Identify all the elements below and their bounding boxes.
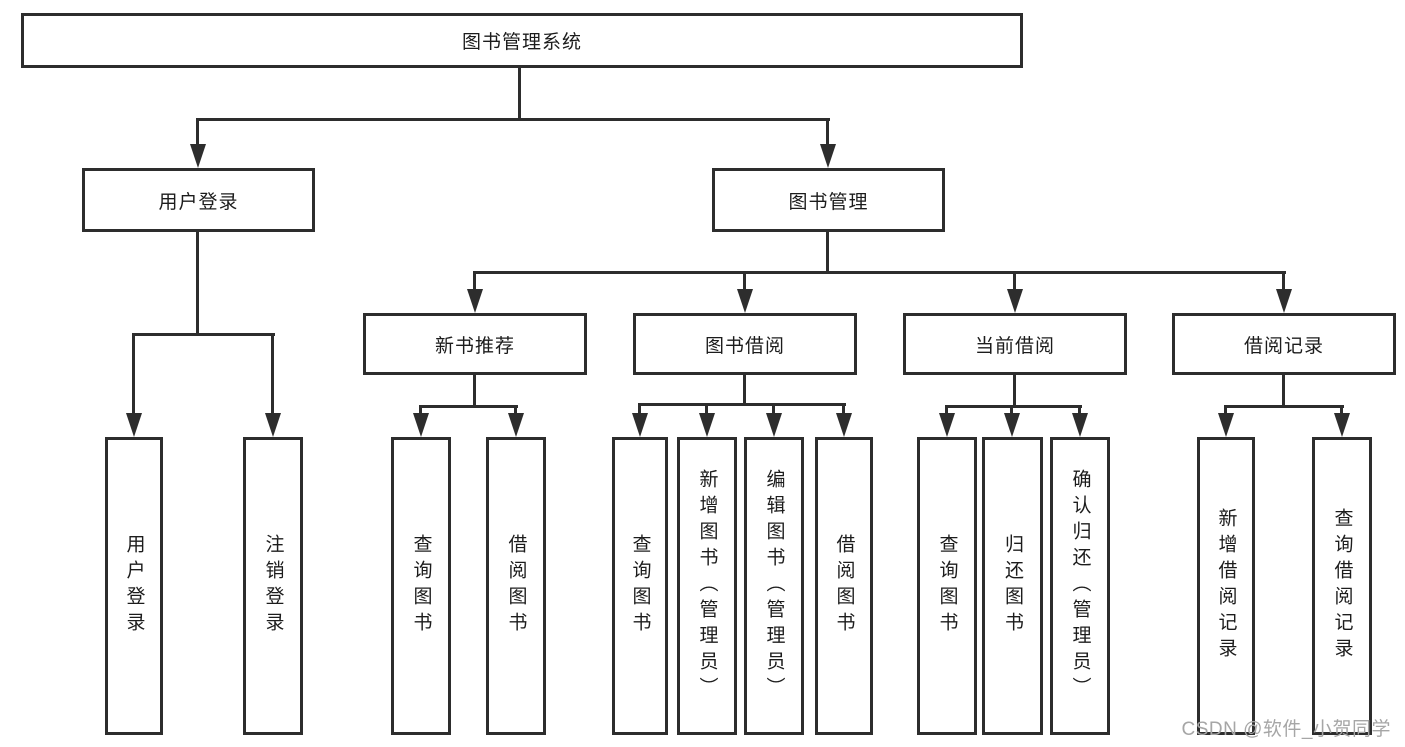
arrow-to-leaf-logout: [265, 413, 281, 437]
arrow-to-current-confirm: [1072, 413, 1088, 437]
leaf-recommend-borrow-book-label: 借阅图书: [505, 534, 527, 638]
node-book-management: 图书管理: [712, 168, 945, 232]
arrow-to-current-borrow: [1007, 289, 1023, 313]
connector-borrow-drop-3: [772, 403, 775, 415]
arrow-to-current-return: [1004, 413, 1020, 437]
arrow-to-book-borrow: [737, 289, 753, 313]
connector-recommend-drop-2: [514, 405, 517, 415]
leaf-user-login: 用户登录: [105, 437, 163, 735]
arrow-to-recommend-borrow: [508, 413, 524, 437]
leaf-borrow-query-book: 查询图书: [612, 437, 668, 735]
node-borrow-records: 借阅记录: [1172, 313, 1396, 375]
leaf-borrow-borrow-book: 借阅图书: [815, 437, 873, 735]
leaf-borrow-add-book-admin-label: 新增图书（管理员）: [696, 469, 718, 703]
connector-current-bar: [946, 405, 1082, 408]
arrow-to-recommend-query: [413, 413, 429, 437]
leaf-user-login-label: 用户登录: [123, 534, 145, 638]
connector-mgmt-drop-4: [1282, 271, 1285, 291]
connector-mgmt-drop-2: [743, 271, 746, 291]
connector-root-stem: [518, 68, 521, 120]
connector-borrow-drop-4: [842, 403, 845, 415]
arrow-to-borrow-query: [632, 413, 648, 437]
node-root-label: 图书管理系统: [461, 32, 582, 53]
connector-root-drop-mgmt: [826, 118, 829, 146]
connector-borrow-stem: [743, 375, 746, 405]
connector-records-drop-1: [1224, 405, 1227, 415]
arrow-to-borrow-borrow: [836, 413, 852, 437]
node-book-borrow: 图书借阅: [633, 313, 857, 375]
leaf-borrow-query-book-label: 查询图书: [629, 534, 651, 638]
arrow-to-user-login: [190, 144, 206, 168]
connector-records-stem: [1282, 375, 1285, 407]
leaf-recommend-borrow-book: 借阅图书: [486, 437, 546, 735]
connector-mgmt-bar: [474, 271, 1286, 274]
arrow-to-borrow-add: [699, 413, 715, 437]
connector-current-stem: [1013, 375, 1016, 407]
connector-login-drop-1: [132, 333, 135, 415]
connector-recommend-bar: [420, 405, 518, 408]
leaf-current-confirm-return-admin-label: 确认归还（管理员）: [1069, 469, 1091, 703]
leaf-current-return-book-label: 归还图书: [1002, 534, 1023, 638]
connector-login-bar: [133, 333, 275, 336]
connector-mgmt-drop-3: [1013, 271, 1016, 291]
connector-root-drop-login: [196, 118, 199, 146]
node-user-login-label: 用户登录: [158, 191, 239, 213]
leaf-logout: 注销登录: [243, 437, 303, 735]
leaf-records-query-record-label: 查询借阅记录: [1331, 508, 1353, 664]
leaf-current-query-book: 查询图书: [917, 437, 977, 735]
connector-login-stem: [196, 232, 199, 335]
leaf-current-query-book-label: 查询图书: [936, 534, 958, 638]
leaf-current-confirm-return-admin: 确认归还（管理员）: [1050, 437, 1110, 735]
connector-recommend-drop-1: [419, 405, 422, 415]
leaf-borrow-edit-book-admin-label: 编辑图书（管理员）: [763, 469, 785, 703]
arrow-to-current-query: [939, 413, 955, 437]
connector-login-drop-2: [271, 333, 274, 415]
leaf-current-return-book: 归还图书: [982, 437, 1043, 735]
node-root: 图书管理系统: [21, 13, 1023, 68]
csdn-watermark: CSDN @软件_小贺同学: [1181, 719, 1391, 740]
arrow-to-borrow-edit: [766, 413, 782, 437]
arrow-to-records-add: [1218, 413, 1234, 437]
node-new-book-recommend: 新书推荐: [363, 313, 587, 375]
arrow-to-leaf-user-login: [126, 413, 142, 437]
leaf-borrow-borrow-book-label: 借阅图书: [833, 534, 855, 638]
connector-recommend-stem: [473, 375, 476, 407]
connector-borrow-drop-1: [638, 403, 641, 415]
node-book-management-label: 图书管理: [788, 191, 869, 213]
connector-borrow-bar: [639, 403, 846, 406]
leaf-records-add-record: 新增借阅记录: [1197, 437, 1255, 735]
arrow-to-book-management: [820, 144, 836, 168]
node-current-borrow-label: 当前借阅: [974, 335, 1055, 357]
connector-records-bar: [1225, 405, 1344, 408]
leaf-borrow-add-book-admin: 新增图书（管理员）: [677, 437, 737, 735]
leaf-recommend-query-book: 查询图书: [391, 437, 451, 735]
leaf-borrow-edit-book-admin: 编辑图书（管理员）: [744, 437, 804, 735]
node-user-login: 用户登录: [82, 168, 315, 232]
node-book-borrow-label: 图书借阅: [704, 335, 785, 357]
leaf-recommend-query-book-label: 查询图书: [410, 534, 432, 638]
connector-mgmt-stem: [826, 232, 829, 273]
connector-records-drop-2: [1340, 405, 1343, 415]
leaf-logout-label: 注销登录: [262, 534, 284, 638]
leaf-records-query-record: 查询借阅记录: [1312, 437, 1372, 735]
node-new-book-recommend-label: 新书推荐: [434, 335, 515, 357]
node-current-borrow: 当前借阅: [903, 313, 1127, 375]
connector-mgmt-drop-1: [473, 271, 476, 291]
connector-current-drop-1: [945, 405, 948, 415]
connector-current-drop-3: [1078, 405, 1081, 415]
leaf-records-add-record-label: 新增借阅记录: [1215, 508, 1237, 664]
arrow-to-records-query: [1334, 413, 1350, 437]
connector-current-drop-2: [1010, 405, 1013, 415]
connector-borrow-drop-2: [705, 403, 708, 415]
node-borrow-records-label: 借阅记录: [1243, 335, 1324, 357]
connector-root-bar: [197, 118, 830, 121]
arrow-to-new-book-recommend: [467, 289, 483, 313]
arrow-to-borrow-records: [1276, 289, 1292, 313]
